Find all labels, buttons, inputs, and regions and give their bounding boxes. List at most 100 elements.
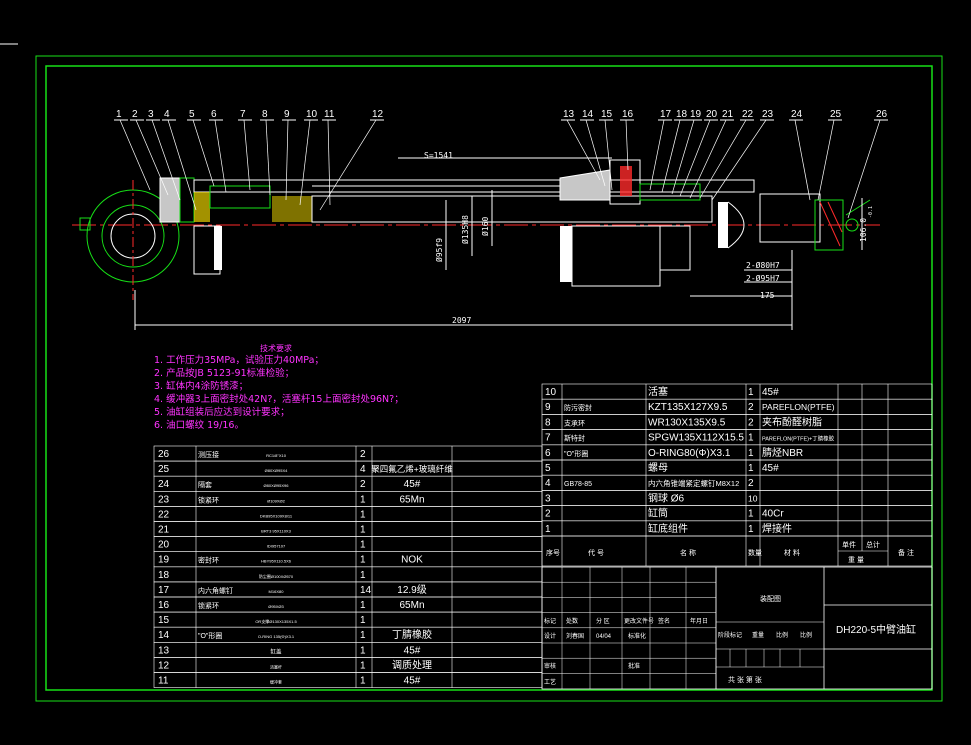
title-sheets: 共 张 第 张 [728,675,762,684]
bom-cell: 锁紧环 [198,601,219,610]
bom-cell: "O"形圈 [198,632,222,640]
note-line: 4. 缓冲器3上面密封处42N?，活塞杆15上面密封处96N?； [154,393,404,405]
bom-cell: 10 [748,493,758,503]
bom-header-cell: 材 料 [784,548,800,557]
dim-hole2: 2-Ø95H7 [746,273,780,283]
bom-row [153,611,543,628]
bom-cell: 14 [158,630,170,641]
balloon-24: 24 [791,109,803,120]
bom-cell: BRT3 95X110X3 [261,529,291,534]
balloon-2: 2 [132,109,138,120]
balloon-leader [661,119,681,193]
balloon-5: 5 [189,109,195,120]
balloon-13: 13 [563,109,575,120]
bom-header-cell: 备 注 [898,548,914,557]
dim-stroke: S=1541 [424,151,453,160]
bom-cell: 11 [158,676,169,687]
bom-cell: 1 [748,524,754,535]
bom-row [153,672,543,688]
bom-cell: 65Mn [399,600,424,611]
bom-header-cell: 序号 [546,548,560,557]
balloon-23: 23 [762,109,774,120]
balloon-22: 22 [742,109,754,120]
bom-cell: Ø80XØ95X96 [264,483,290,488]
balloon-10: 10 [306,109,318,120]
balloon-leader [711,119,767,201]
bom-row [153,536,543,552]
note-line: 6. 油口螺纹 19/16。 [154,419,244,431]
bom-cell: 夹布酚醛树脂 [762,415,822,428]
bom-cell: 内六角锥端紧定螺钉M8X12 [648,478,739,488]
title-cell: 分 区 [596,617,610,625]
bom-cell: HBY95X110.5X6 [261,559,292,564]
notes-title: 技术要求 [260,343,292,353]
note-line: 5. 油缸组装后应达到设计要求； [154,406,290,418]
balloon-8: 8 [262,109,268,120]
barrel-base [159,177,181,223]
bom-row [541,444,933,461]
bom-cell: 缸盖 [270,647,282,655]
bom-row [541,490,933,506]
dim-end-fit: -0.1 [868,206,874,218]
bom-cell: 缸底组件 [648,522,688,535]
bom-cell: 1 [360,660,366,671]
bom-cell: 隔套 [198,480,212,489]
bush-hatch-1 [819,201,841,247]
bom-cell: 1 [360,570,366,581]
bom-cell: 1 [360,645,366,656]
bom-cell: 1 [748,509,754,520]
bom-header-row [541,535,933,567]
bom-cell: 10 [545,387,557,398]
balloon-leader [167,119,197,211]
bom-header-cell: 重 量 [848,556,864,564]
bom-cell: 焊接件 [762,522,792,535]
balloon-6: 6 [211,109,217,120]
rod-end-housing [759,193,821,243]
title-stage: 阶段标记 [718,631,742,639]
bom-cell: 17 [158,585,170,596]
bom-cell: 2 [748,478,754,489]
balloon-4: 4 [164,109,170,120]
bom-row [541,398,933,415]
bom-row [153,566,543,583]
head-seal-stack [639,183,701,201]
bom-cell: 内六角螺钉 [198,586,233,595]
piston-nut [194,192,210,222]
bom-cell: Ø109XØ2 [267,498,286,503]
barrel-top-wall [193,179,755,193]
balloon-9: 9 [284,109,290,120]
barrel-base-weld [179,177,195,223]
balloon-leader [243,119,251,191]
outer-border [35,55,943,702]
balloon-leader [327,119,331,206]
gland-top [559,169,611,201]
bom-cell: 24 [158,479,170,490]
bom-cell: 45# [404,645,421,656]
title-cell: 年月日 [690,617,708,625]
bom-cell: O-RING 135(Φ)X3.1 [258,634,295,639]
balloon-14: 14 [582,109,594,120]
bom-cell: 12 [158,660,170,671]
bom-cell: 5 [545,463,551,474]
bom-cell: RC1/8"X10 [266,453,287,458]
note-line: 3. 缸体内4涂防锈漆； [154,380,248,392]
bom-cell: O-RING80(Φ)X3.1 [648,448,731,459]
title-cell: 标准化 [628,632,646,640]
bom-cell: 45# [404,479,421,490]
bom-cell: 45# [404,676,421,687]
rod-end-bush [814,199,844,251]
bom-cell: SPGW135X112X15.5 [648,433,744,444]
balloon-leader [679,119,711,197]
balloon-15: 15 [601,109,613,120]
balloon-leader [649,119,665,191]
bom-cell: 12.9级 [397,584,426,596]
bom-row [541,383,933,400]
bom-cell: 1 [360,509,366,520]
bom-cell: PAREFLON(PTFE)+丁腈橡胶 [762,435,835,443]
balloon-leader [585,119,606,187]
bom-row [541,459,933,476]
bom-cell: 16 [158,600,170,611]
title-cell: 04/04 [596,634,612,640]
title-cell: 批准 [628,662,640,670]
